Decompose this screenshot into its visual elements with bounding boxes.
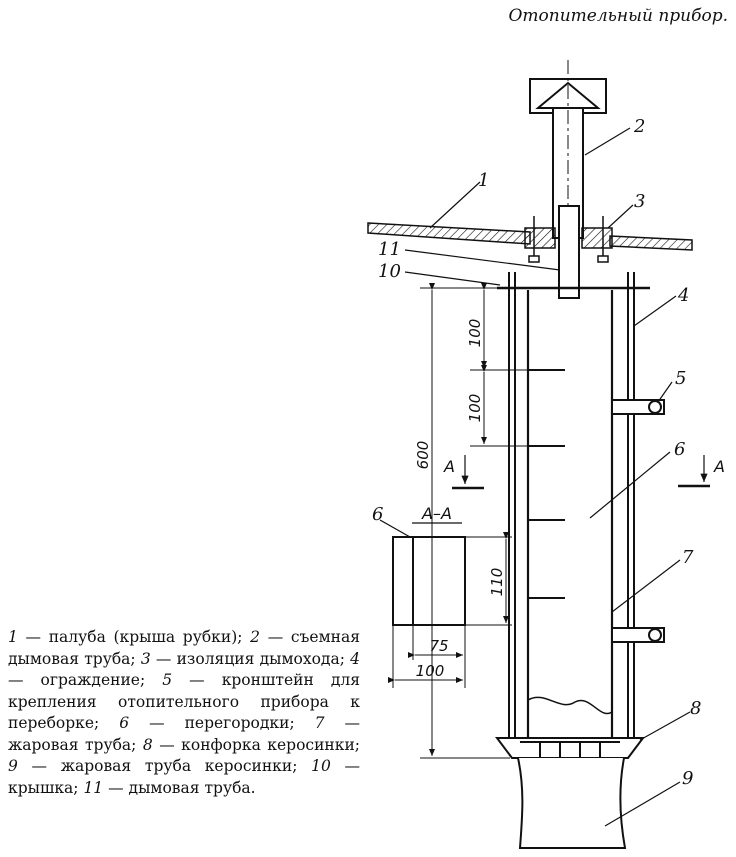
callout-9: 9	[682, 768, 693, 789]
guard	[508, 272, 635, 740]
legend-text-4: — ограждение;	[8, 671, 163, 689]
section-title: А–А	[421, 504, 452, 523]
legend-num-6: 6	[119, 714, 130, 732]
callout-2: 2	[633, 116, 645, 137]
callout-6-right: 6	[674, 439, 685, 460]
callout-11: 11	[378, 239, 401, 260]
legend-num-11: 11	[83, 778, 104, 797]
legend-text-8: — конфорка керосинки;	[152, 735, 360, 754]
legend-num-8: 8	[142, 735, 153, 754]
legend-num-5: 5	[162, 671, 173, 689]
brackets	[611, 399, 665, 643]
legend-num-9: 9	[8, 757, 18, 775]
callout-1: 1	[478, 170, 489, 191]
section-markers	[452, 455, 710, 490]
legend-text-6: — перегородки;	[129, 714, 315, 732]
legend-text-1: — палуба (крыша рубки);	[17, 628, 251, 646]
section-mark-right: А	[713, 457, 725, 476]
legend-text-10: — крышка;	[8, 757, 360, 797]
figure-caption: Отопительный прибор.	[508, 6, 728, 26]
partitions	[528, 369, 565, 599]
legend-num-2: 2	[250, 628, 261, 646]
legend-num-7: 7	[314, 714, 325, 732]
callout-7: 7	[682, 547, 694, 568]
legend-text-2: — съемная дымовая труба;	[8, 628, 360, 668]
smoke-pipe	[558, 205, 580, 299]
callout-8: 8	[690, 698, 701, 719]
legend-text-11: — дымовая труба.	[103, 778, 256, 797]
dim-110: 110	[488, 568, 506, 597]
dim-600: 600	[414, 441, 432, 470]
dim-100-width: 100	[416, 662, 445, 680]
legend-num-3: 3	[140, 649, 151, 668]
legend-text-9: — жаровая труба керосинки;	[17, 757, 312, 775]
callout-10: 10	[378, 261, 401, 282]
legend-num-10: 10	[311, 757, 331, 775]
kerosene-fire-tube	[517, 757, 627, 849]
dim-75: 75	[429, 637, 448, 655]
legend-text-3: — изоляция дымохода;	[150, 649, 351, 668]
flue-insulation	[524, 216, 613, 263]
legend-num-1: 1	[8, 628, 18, 646]
leader-lines	[379, 127, 691, 827]
callout-4: 4	[677, 285, 689, 306]
kerosene-burner	[495, 737, 645, 759]
legend-text-7: — жаровая труба;	[8, 714, 360, 754]
callout-5: 5	[675, 368, 686, 389]
dimension-lines	[388, 283, 528, 759]
dim-100-lower: 100	[466, 394, 484, 423]
legend: 1 — палуба (крыша рубки); 2 — съемная ды…	[8, 627, 360, 799]
callout-3: 3	[634, 191, 645, 212]
callout-6-left: 6	[372, 504, 383, 525]
legend-text-5: — кронштейн для крепления отопительного …	[8, 671, 360, 732]
legend-num-4: 4	[350, 649, 360, 668]
section-a-a	[392, 536, 466, 626]
dim-100-upper: 100	[466, 319, 484, 348]
fire-tube	[526, 290, 614, 740]
section-mark-left: А	[443, 457, 455, 476]
